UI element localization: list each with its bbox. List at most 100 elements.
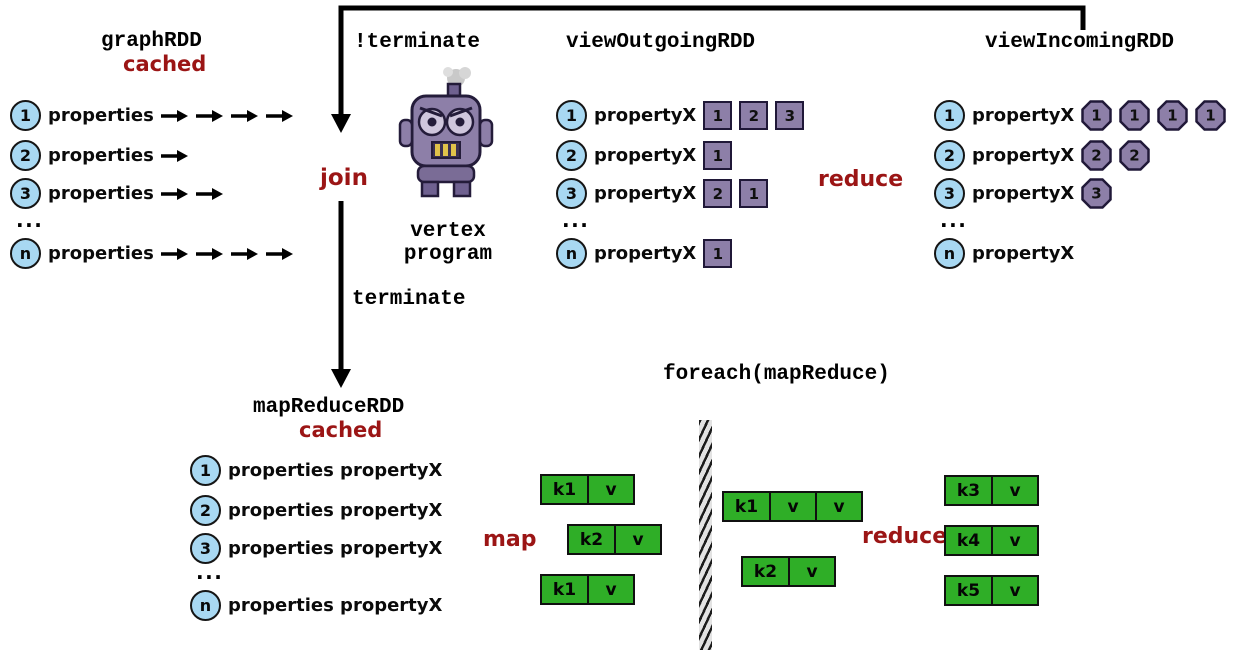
kv-cell: v: [991, 577, 1037, 604]
vertex-node: 1: [190, 455, 221, 486]
row-label: properties propertyX: [228, 460, 443, 481]
kv-cell: v: [815, 493, 861, 520]
kv-tuple: k5 v: [944, 575, 1039, 606]
vertex-program-label: vertex program: [403, 220, 493, 267]
kv-tuple: k2 v: [741, 556, 836, 587]
row-label: propertyX: [972, 183, 1075, 204]
row-label: propertyX: [594, 105, 697, 126]
vertex-node: 2: [556, 140, 587, 171]
vertex-node: 1: [556, 100, 587, 131]
ellipsis-label: ...: [940, 208, 968, 232]
edge-arrow-icon: [195, 187, 224, 201]
vertex-node: 3: [190, 533, 221, 564]
edge-arrow-icon: [195, 247, 224, 261]
join-arrowhead: [331, 114, 351, 133]
kv-cell: v: [991, 527, 1037, 554]
vertex-program-robot-icon: [396, 64, 496, 214]
viewoutgoingrdd-title: viewOutgoingRDD: [566, 31, 756, 54]
row-label: propertyX: [594, 243, 697, 264]
row-label: properties propertyX: [228, 595, 443, 616]
kv-tuple: k3 v: [944, 475, 1039, 506]
kv-cell: k1: [734, 496, 759, 517]
kv-tuple: k4 v: [944, 525, 1039, 556]
row-label: propertyX: [972, 243, 1075, 264]
message-box: 2: [739, 101, 769, 130]
kv-cell: k1: [552, 579, 577, 600]
kv-tuple: k2 v: [567, 524, 662, 555]
mapreducerdd-cached-label: cached: [299, 418, 383, 442]
row-label: properties propertyX: [228, 500, 443, 521]
message-octagon-icon: 2: [1119, 140, 1151, 171]
kv-cell: k2: [579, 529, 604, 550]
rdd-row-n: n propertyX 1: [556, 238, 733, 269]
message-box: 1: [703, 141, 733, 170]
message-box: 1: [703, 239, 733, 268]
map-label: map: [483, 527, 537, 552]
message-box: 1: [739, 179, 769, 208]
kv-cell: v: [769, 493, 815, 520]
join-label: join: [320, 165, 368, 191]
message-octagon-icon: 1: [1119, 100, 1151, 131]
kv-cell: v: [788, 558, 834, 585]
ellipsis-label: ...: [562, 208, 590, 232]
kv-cell: v: [614, 526, 660, 553]
ellipsis-label: ...: [16, 208, 44, 232]
kv-cell: k2: [753, 561, 778, 582]
graphrdd-title: graphRDD: [101, 30, 202, 53]
vertex-node: 2: [934, 140, 965, 171]
graphrdd-cached-label: cached: [123, 52, 207, 76]
message-octagon-icon: 2: [1081, 140, 1113, 171]
kv-cell: k1: [552, 479, 577, 500]
kv-cell: v: [991, 477, 1037, 504]
rdd-row-3: 3 properties propertyX: [190, 533, 442, 564]
vertex-node: 3: [934, 178, 965, 209]
ellipsis-label: ...: [196, 560, 224, 584]
edge-arrow-icon: [265, 109, 294, 123]
rdd-row-1: 1 properties propertyX: [190, 455, 442, 486]
message-octagon-icon: 3: [1081, 178, 1113, 209]
row-label: properties: [48, 243, 154, 264]
row-label: properties: [48, 145, 154, 166]
vertex-node: 3: [556, 178, 587, 209]
edge-arrow-icon: [195, 109, 224, 123]
not-terminate-label: !terminate: [354, 31, 481, 54]
row-label: propertyX: [972, 145, 1075, 166]
foreach-label: foreach(mapReduce): [663, 363, 890, 386]
kv-tuple: k1 v: [540, 574, 635, 605]
reduce-label-top: reduce: [818, 167, 904, 192]
rdd-row-n: n properties propertyX: [190, 590, 442, 621]
row-label: properties propertyX: [228, 538, 443, 559]
edge-arrow-icon: [230, 247, 259, 261]
kv-cell: k5: [956, 580, 981, 601]
kv-cell: k3: [956, 480, 981, 501]
reduce-label-bottom: reduce: [862, 524, 948, 549]
terminate-arrowhead: [331, 369, 351, 388]
vertex-node: 2: [190, 495, 221, 526]
vertex-node: 1: [10, 100, 41, 131]
kv-cell: k4: [956, 530, 981, 551]
vertex-node: n: [190, 590, 221, 621]
mapreducerdd-title: mapReduceRDD: [253, 396, 405, 419]
edge-arrow-icon: [160, 247, 189, 261]
shuffle-barrier: [699, 420, 712, 650]
edge-arrow-icon: [265, 247, 294, 261]
rdd-row-3: 3 propertyX 3: [934, 178, 1113, 209]
vertex-node: 3: [10, 178, 41, 209]
message-octagon-icon: 1: [1195, 100, 1227, 131]
message-octagon-icon: 1: [1081, 100, 1113, 131]
rdd-row-2: 2 properties propertyX: [190, 495, 442, 526]
row-label: propertyX: [972, 105, 1075, 126]
svg-text:1: 1: [1092, 107, 1102, 125]
vertex-node: n: [556, 238, 587, 269]
kv-cell: v: [587, 576, 633, 603]
